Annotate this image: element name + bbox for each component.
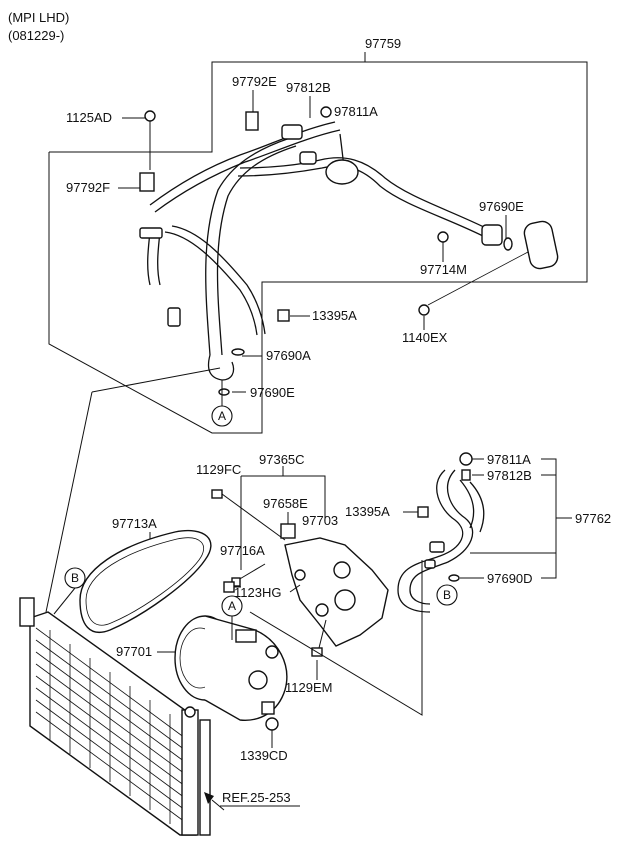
label-1129EM: 1129EM <box>285 680 332 695</box>
ref-tag-a-top <box>211 405 233 427</box>
label-97811A-right: 97811A <box>487 452 531 467</box>
label-97690E-mid: 97690E <box>250 385 295 400</box>
header-date-range: (081229-) <box>8 28 64 43</box>
ref-tag-a-compressor-text: A <box>228 599 236 613</box>
ref-tag-b-left <box>64 567 86 589</box>
discharge-hose-icon <box>397 469 485 613</box>
bolt-1125AD-icon <box>144 110 156 170</box>
valve-97812B-right-icon <box>461 469 471 481</box>
label-97716A: 97716A <box>220 543 265 558</box>
receiver-drier-icon <box>427 220 559 306</box>
upper-hose-frame <box>48 52 588 434</box>
label-1125AD: 1125AD <box>66 110 112 125</box>
o-ring-97690A-icon <box>231 348 245 356</box>
leader-condenser <box>91 367 221 393</box>
label-97690D: 97690D <box>487 571 533 586</box>
label-97792F: 97792F <box>66 180 110 195</box>
nut-97714M-icon <box>437 231 449 243</box>
o-ring-97690E-top-icon <box>503 237 513 251</box>
label-97811A-top: 97811A <box>334 104 378 119</box>
clip-13395A-mid-icon <box>417 506 429 518</box>
label-1339CD: 1339CD <box>240 748 288 763</box>
bracket-97762-outline <box>541 458 557 579</box>
header-model: (MPI LHD) <box>8 10 69 25</box>
o-ring-97690E-mid-icon <box>218 388 230 396</box>
nut-1339CD-icon <box>265 717 279 731</box>
bolt-1129FC-icon <box>211 489 286 541</box>
suction-discharge-hoses <box>139 121 503 381</box>
label-97812B-top: 97812B <box>286 80 331 95</box>
compressor-bracket-icon <box>284 537 389 647</box>
bushing-97658E-icon <box>280 523 296 539</box>
label-13395A-mid: 13395A <box>345 504 390 519</box>
label-97792E: 97792E <box>232 74 277 89</box>
condenser-icon <box>19 597 211 836</box>
label-97690E-top: 97690E <box>479 199 524 214</box>
ac-compressor-97701-icon <box>174 615 288 721</box>
label-97701: 97701 <box>116 644 152 659</box>
label-1123HG: 1123HG <box>234 585 281 600</box>
label-97690A: 97690A <box>266 348 311 363</box>
bracket-97365C-outline <box>241 475 326 523</box>
clip-13395A-top-icon <box>277 309 290 322</box>
bracket-97792E-icon <box>245 111 259 131</box>
ref-tag-b-right-text: B <box>443 588 451 602</box>
label-97658E: 97658E <box>263 496 308 511</box>
bolt-1140EX-icon <box>418 304 430 316</box>
ref-tag-b-right <box>436 584 458 606</box>
ref-tag-a-top-text: A <box>218 409 226 423</box>
label-97365C: 97365C <box>259 452 305 467</box>
o-ring-97690D-icon <box>448 574 460 582</box>
cap-97811A-top-icon <box>320 106 332 118</box>
label-1140EX: 1140EX <box>402 330 448 345</box>
ref-label: REF.25-253 <box>222 790 291 805</box>
label-1129FC: 1129FC <box>196 462 241 477</box>
cap-97811A-right-icon <box>459 452 473 466</box>
label-13395A-top: 13395A <box>312 308 357 323</box>
bolt-97716A-icon <box>231 563 266 587</box>
label-97759: 97759 <box>365 36 401 51</box>
label-97762: 97762 <box>575 511 611 526</box>
label-97703: 97703 <box>302 513 338 528</box>
label-97714M: 97714M <box>420 262 467 277</box>
ref-tag-b-left-text: B <box>71 571 79 585</box>
ref-arrow <box>211 799 225 811</box>
label-97812B-right: 97812B <box>487 468 532 483</box>
ref-tag-a-compressor <box>221 595 243 617</box>
label-97713A: 97713A <box>112 516 157 531</box>
bracket-97792F-icon <box>139 172 155 192</box>
compressor-hose-frame <box>249 560 423 716</box>
drive-belt-97713A-icon <box>79 530 212 633</box>
nut-1123HG-icon <box>223 581 235 593</box>
